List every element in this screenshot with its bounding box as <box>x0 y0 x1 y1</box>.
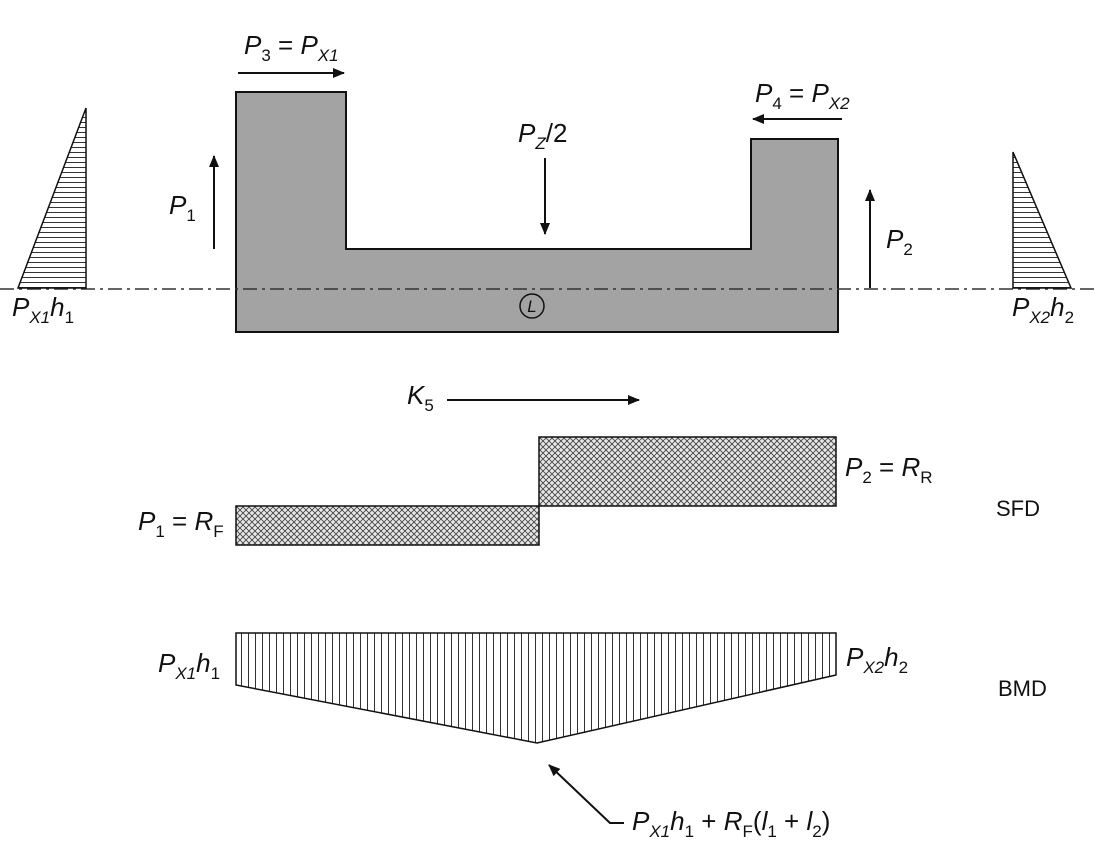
sfd-title: SFD <box>996 496 1040 521</box>
left-base-pressure-label: PX1h1 <box>12 292 74 327</box>
sfd-p1-label: P1 = RF <box>138 506 224 541</box>
p4-label: P4 = PX2 <box>755 78 850 113</box>
right-base-pressure-label: PX2h2 <box>1012 292 1074 327</box>
p1-label: P1 <box>169 190 196 225</box>
k5-label: K5 <box>407 380 434 415</box>
right-pressure-triangle <box>1012 151 1073 289</box>
p3-label: P3 = PX1 <box>244 30 339 65</box>
bmd-right-label: PX2h2 <box>846 642 908 677</box>
frame-body <box>235 91 839 333</box>
pz-label: PZ/2 <box>518 118 567 153</box>
bmd-max-leader <box>548 764 624 824</box>
bmd-max-label: PX1h1 + RF(l1 + l2) <box>632 806 830 841</box>
sfd-p2-label: P2 = RR <box>845 452 933 487</box>
sfd-front-block <box>235 505 540 546</box>
centerline-letter: L <box>527 297 536 316</box>
bmd-left-label: PX1h1 <box>158 648 220 683</box>
p2-label: P2 <box>886 224 913 259</box>
centerline-symbol <box>519 293 545 319</box>
bmd-title: BMD <box>998 676 1047 701</box>
left-pressure-triangle <box>16 107 87 289</box>
bmd-polygon <box>235 632 837 744</box>
sfd-rear-block <box>538 436 837 507</box>
